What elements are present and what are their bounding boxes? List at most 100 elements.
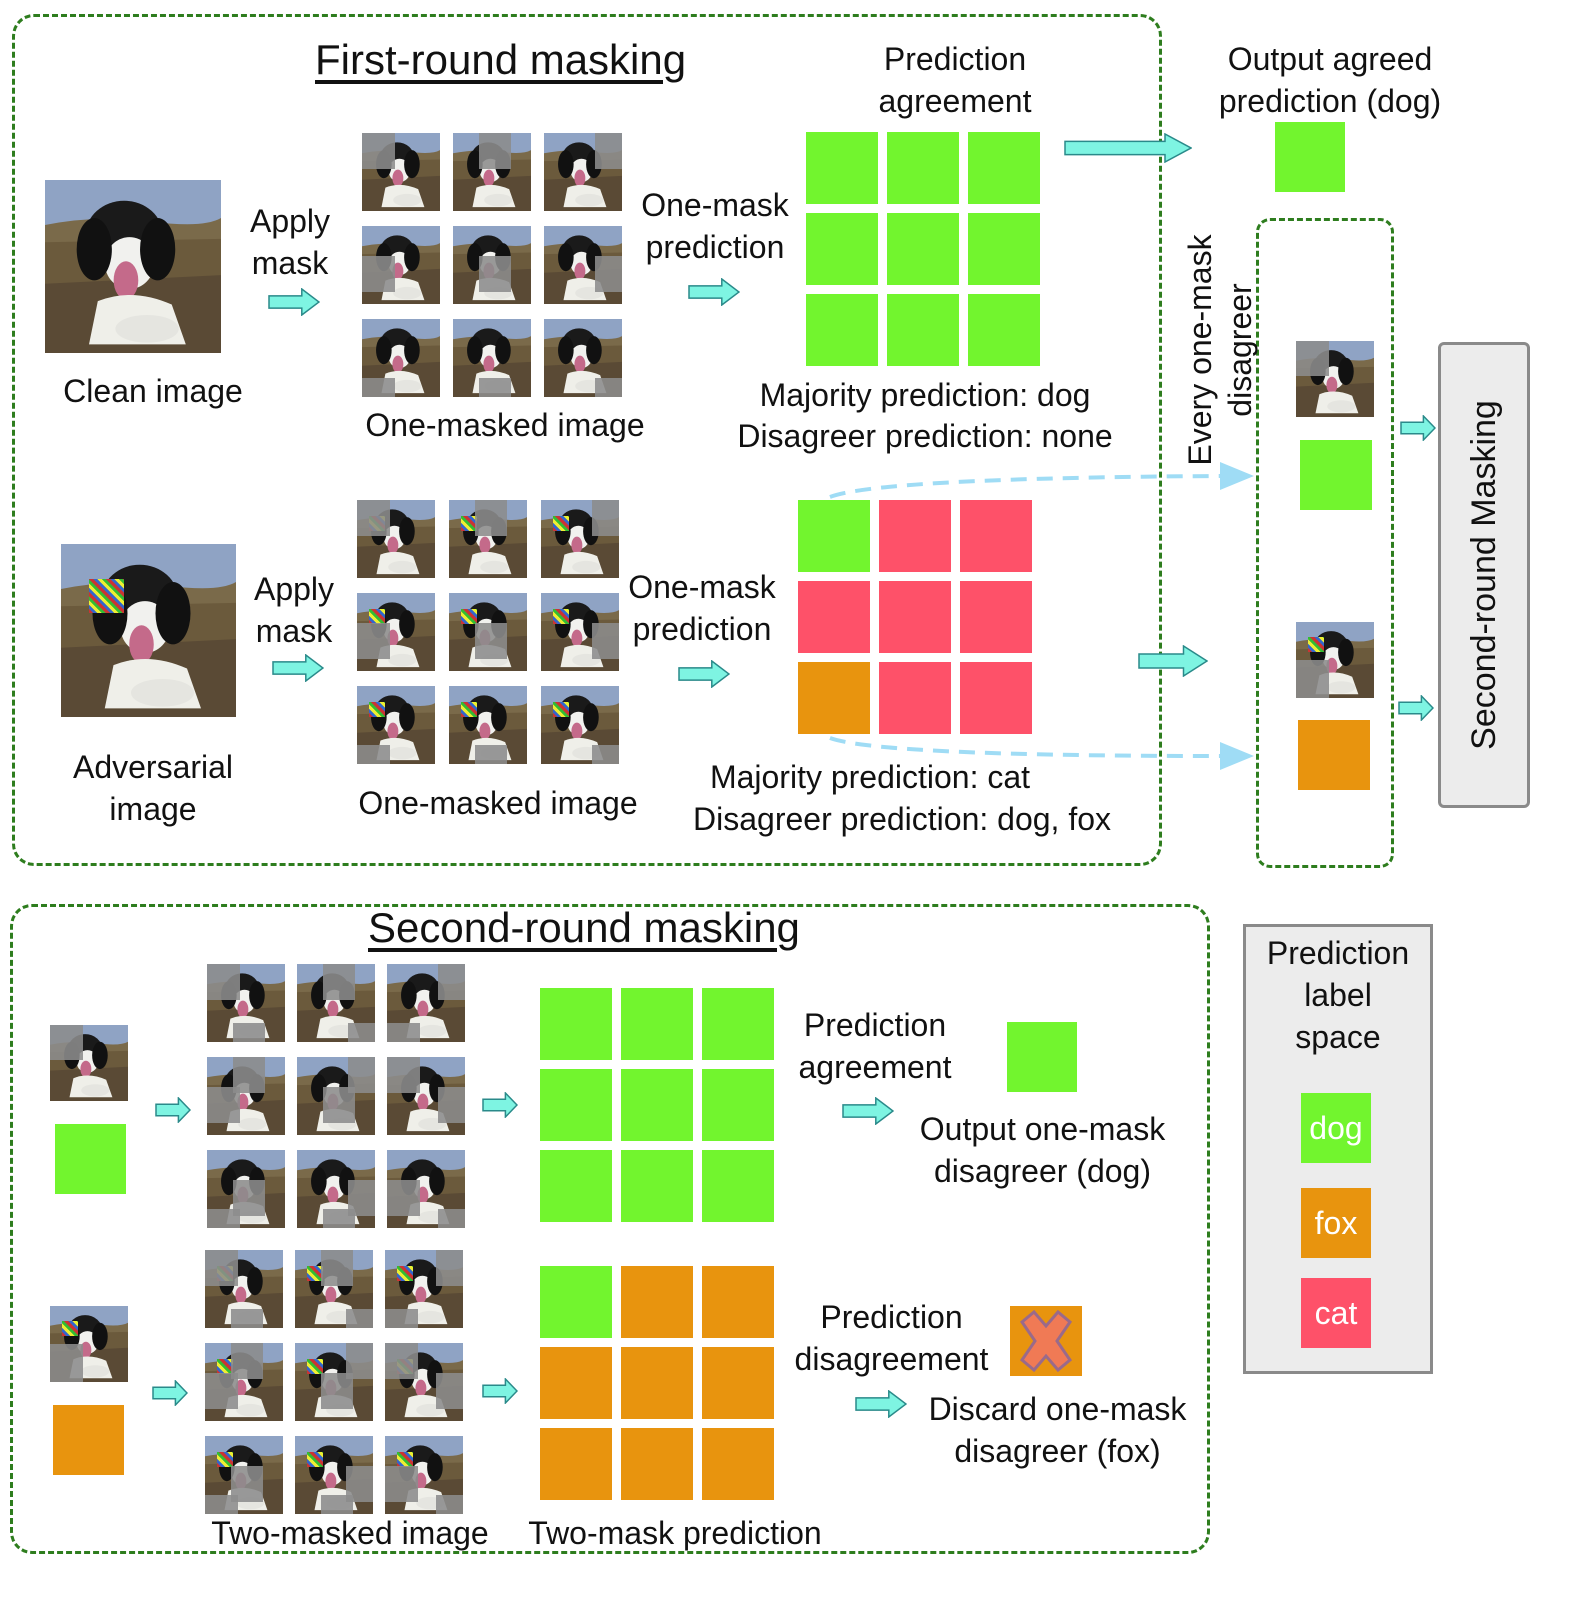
legend-title: Prediction label space xyxy=(1266,935,1410,1055)
sr-bot-pred-grid-cell xyxy=(621,1347,693,1419)
clean-masked-thumb xyxy=(544,226,622,304)
adv-masked-thumb xyxy=(357,686,435,764)
sr-bot-pred-grid-cell xyxy=(540,1347,612,1419)
mask-region xyxy=(322,964,356,1000)
second-round-masking-box xyxy=(1438,342,1530,808)
adv-pred-grid-cell xyxy=(798,581,870,653)
clean-pred-grid-cell xyxy=(968,294,1040,366)
disagreer-thumb-dog xyxy=(1296,341,1374,417)
clean-pred-grid-cell xyxy=(887,294,959,366)
sr-input-dog-square xyxy=(55,1124,126,1194)
arrow-to-disagreer xyxy=(1138,644,1209,678)
mask-region xyxy=(385,1343,418,1379)
sr-two-masked-adv-thumb xyxy=(295,1343,373,1421)
sr-discard-label: Discard one-mask disagreer (fox) xyxy=(928,1391,1187,1469)
mask-region xyxy=(592,745,619,764)
adversarial-patch xyxy=(461,608,478,625)
adversarial-patch xyxy=(307,1358,324,1375)
mask-region xyxy=(592,622,619,659)
clean-pred-grid-cell xyxy=(968,213,1040,285)
mask-region xyxy=(436,1495,463,1514)
sr-two-masked-thumb xyxy=(387,1150,465,1228)
sr-output-label: Output one-mask disagreer (dog) xyxy=(919,1111,1166,1189)
sr-agreement-label: Prediction agreement xyxy=(798,1007,952,1085)
mask-region xyxy=(322,1209,356,1228)
sr-two-masked-adv-thumb xyxy=(205,1250,283,1328)
sr-two-masked-thumb xyxy=(207,964,285,1042)
sr-two-masked-thumb xyxy=(297,964,375,1042)
arrow-sr-top-1 xyxy=(155,1096,192,1124)
legend-cat: cat xyxy=(1301,1278,1371,1348)
adv-pred-grid-cell xyxy=(960,500,1032,572)
adv-masked-thumb xyxy=(449,686,527,764)
mask-region xyxy=(387,1057,420,1093)
clean-image xyxy=(45,180,221,353)
mask-region xyxy=(478,133,512,169)
clean-predict-label: One-mask prediction xyxy=(641,187,789,265)
sr-two-masked-adv-thumb xyxy=(385,1250,463,1328)
clean-pred-grid-cell xyxy=(968,132,1040,204)
mask-region xyxy=(346,1465,373,1502)
every-disagreer-label: Every one-mask disagreer xyxy=(1182,234,1258,466)
clean-masked-thumb xyxy=(362,226,440,304)
arrow-sr-bot-2 xyxy=(482,1377,519,1405)
adv-pred-grid-cell xyxy=(798,662,870,734)
sr-disagreement-label: Prediction disagreement xyxy=(794,1299,989,1377)
sr-two-masked-thumb xyxy=(297,1150,375,1228)
adversarial-patch xyxy=(307,1265,324,1282)
sr-top-pred-grid-cell xyxy=(621,1150,693,1222)
sr-top-pred-grid-cell xyxy=(621,988,693,1060)
first-round-panel xyxy=(12,14,1162,866)
sr-bot-pred-grid-cell xyxy=(540,1428,612,1500)
adv-apply-mask-label: Apply mask xyxy=(253,571,335,649)
adversarial-patch xyxy=(553,515,570,532)
clean-masked-thumb xyxy=(453,133,531,211)
adversarial-patch xyxy=(89,578,124,614)
adv-masked-thumb xyxy=(449,500,527,578)
clean-masked-thumb xyxy=(544,133,622,211)
arrow-output xyxy=(1064,132,1193,164)
disagreer-panel xyxy=(1256,218,1394,868)
mask-region xyxy=(438,1086,465,1123)
second-round-title: Second-round masking xyxy=(368,904,800,951)
mask-region xyxy=(595,255,622,292)
adv-predict-label: One-mask prediction xyxy=(628,569,776,647)
sr-top-result-square xyxy=(1007,1022,1077,1092)
adv-pred-grid-cell xyxy=(879,581,951,653)
adversarial-patch xyxy=(461,515,478,532)
disagreer-dog-square xyxy=(1300,440,1372,510)
adversarial-patch xyxy=(62,1321,79,1337)
sr-two-masked-thumb xyxy=(297,1057,375,1135)
sr-bot-pred-grid-cell xyxy=(702,1347,774,1419)
adversarial-patch xyxy=(369,701,386,718)
sr-two-masked-thumb xyxy=(207,1150,285,1228)
adv-pred-grid-cell xyxy=(879,500,951,572)
mask-region xyxy=(357,500,390,536)
mask-region xyxy=(50,1344,83,1382)
legend-dog: dog xyxy=(1301,1093,1371,1163)
sr-two-masked-thumb xyxy=(387,964,465,1042)
mask-region xyxy=(474,622,508,659)
second-round-masking-label: Second-round Masking xyxy=(1465,400,1503,750)
sr-bot-pred-grid-cell xyxy=(702,1428,774,1500)
mask-region xyxy=(346,1343,373,1379)
sr-top-pred-grid-cell xyxy=(540,1069,612,1141)
adversarial-image xyxy=(61,544,236,717)
mask-region xyxy=(230,1309,264,1328)
arrow-sr-top-out xyxy=(842,1096,895,1126)
adv-masked-thumb xyxy=(449,593,527,671)
sr-top-pred-grid-cell xyxy=(540,1150,612,1222)
mask-region xyxy=(438,964,465,1000)
mask-region xyxy=(232,1057,266,1093)
adv-disagreer-label: Disagreer prediction: dog, fox xyxy=(693,801,1111,837)
mask-region xyxy=(385,1465,418,1502)
mask-region xyxy=(385,1309,418,1328)
output-agreed-square xyxy=(1275,122,1345,192)
adv-majority-label: Majority prediction: cat xyxy=(709,759,1031,795)
mask-region xyxy=(474,500,508,536)
mask-region xyxy=(357,745,390,764)
mask-region xyxy=(362,133,395,169)
mask-region xyxy=(230,1343,264,1379)
clean-masked-thumb xyxy=(544,319,622,397)
adv-masked-thumb xyxy=(541,686,619,764)
